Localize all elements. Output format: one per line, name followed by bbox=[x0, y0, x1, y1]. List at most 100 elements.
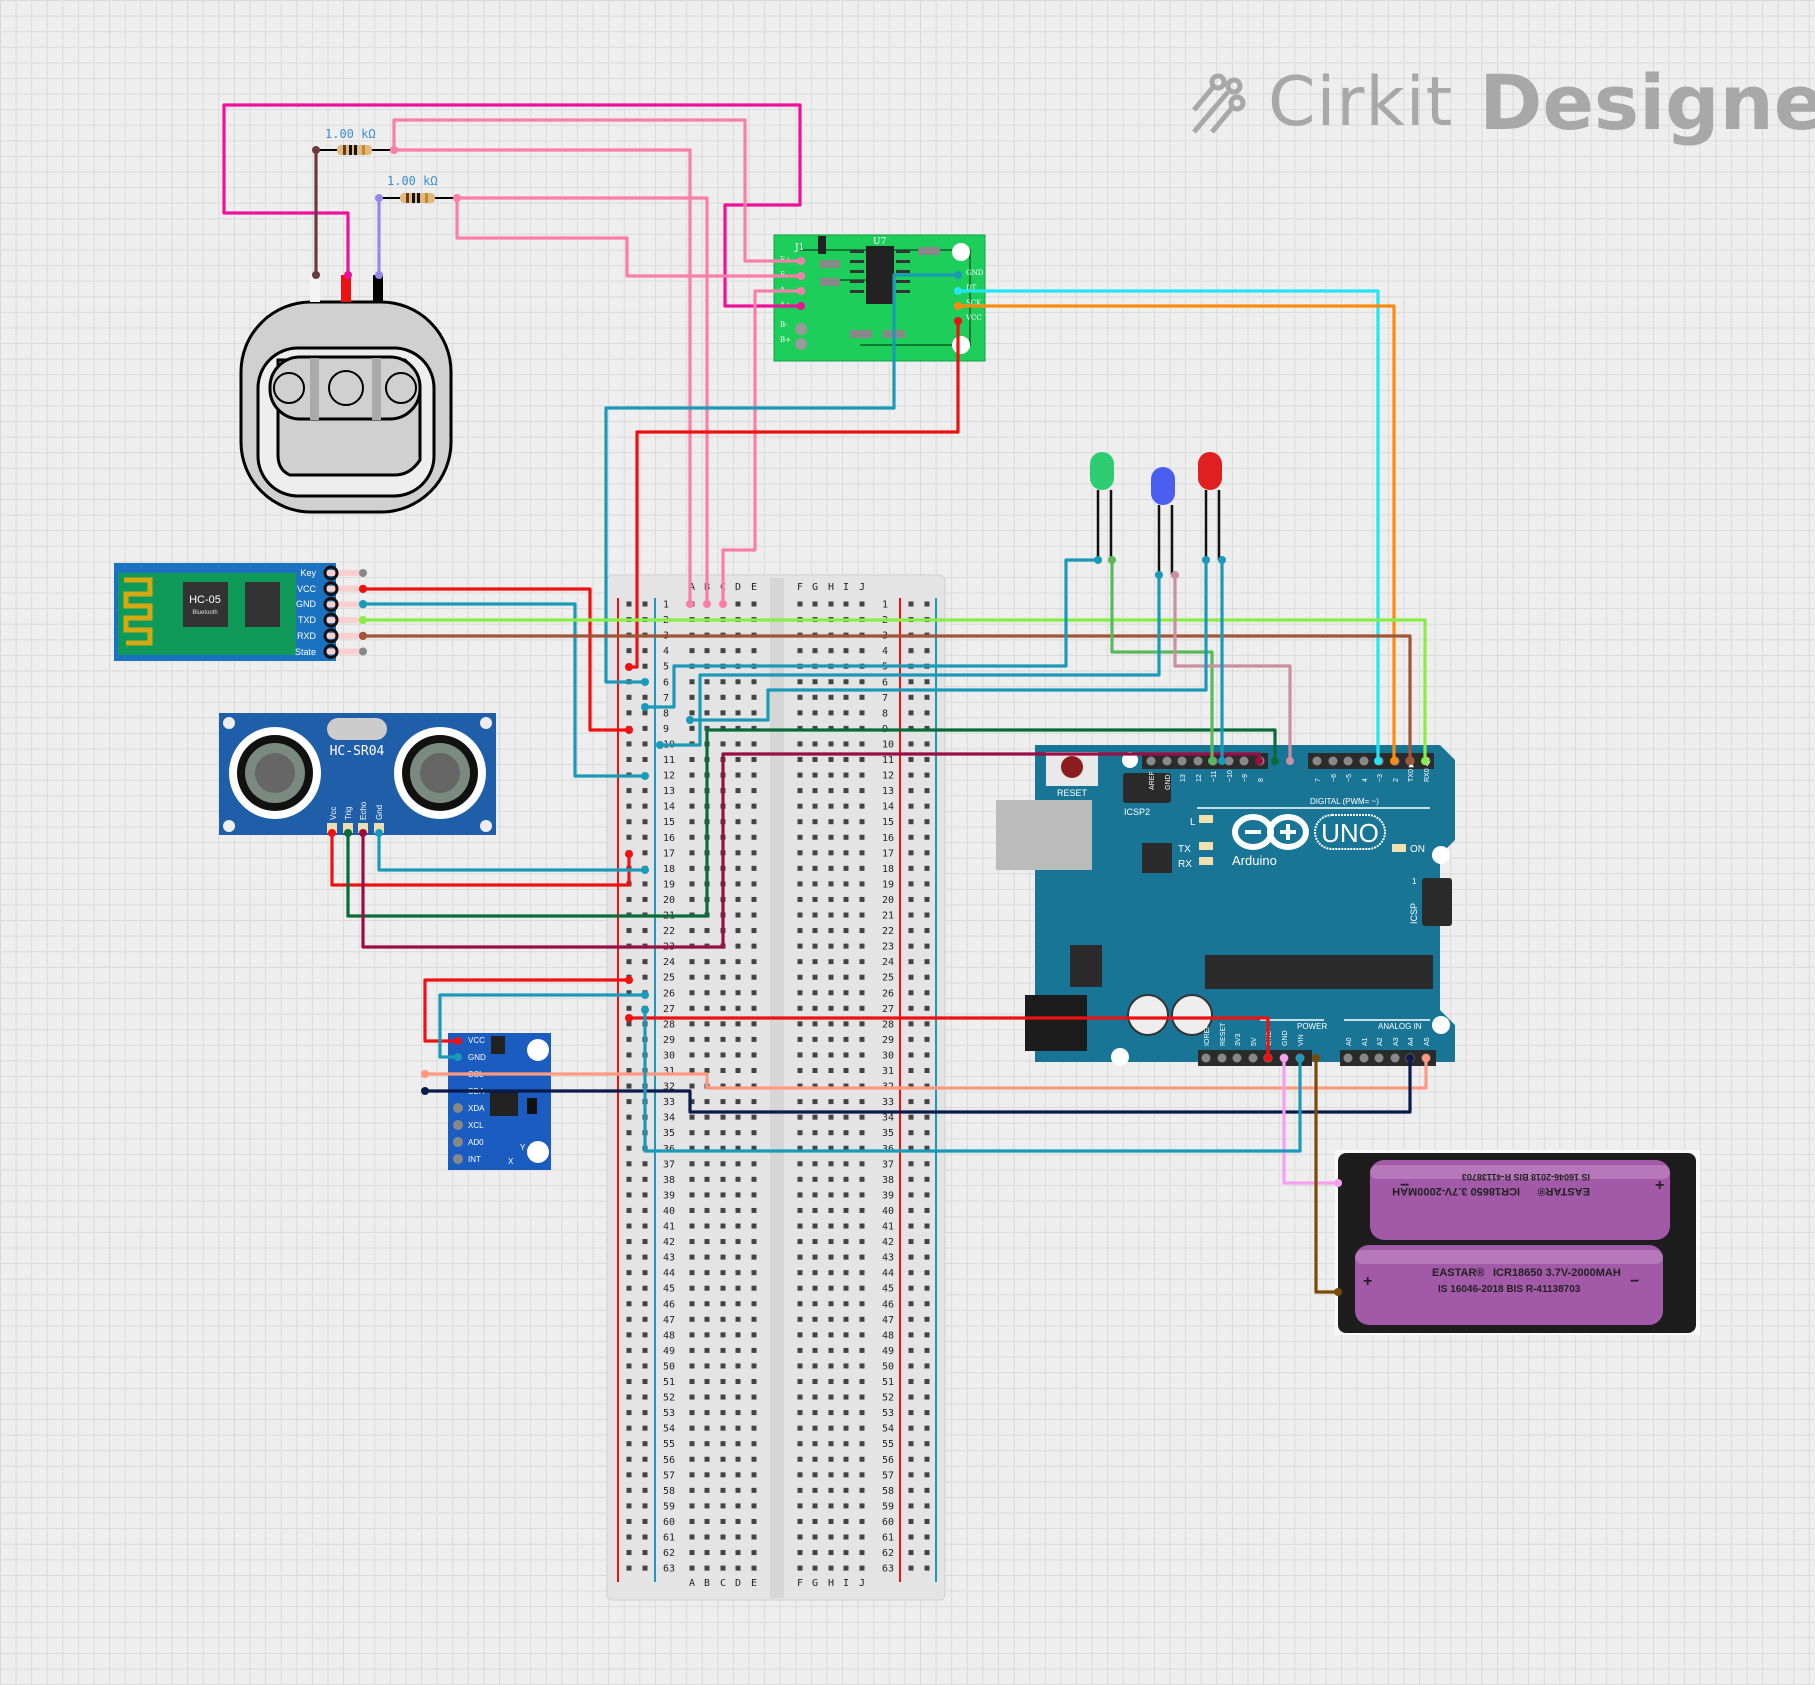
rail-hole[interactable] bbox=[626, 1550, 632, 1556]
rail-hole[interactable] bbox=[908, 1534, 914, 1540]
breadboard-hole[interactable] bbox=[812, 1176, 818, 1182]
breadboard-hole[interactable] bbox=[720, 1270, 726, 1276]
rail-hole[interactable] bbox=[924, 1565, 930, 1571]
breadboard-hole[interactable] bbox=[812, 741, 818, 747]
breadboard-hole[interactable] bbox=[843, 959, 849, 965]
breadboard-hole[interactable] bbox=[797, 1254, 803, 1260]
rail-hole[interactable] bbox=[626, 1099, 632, 1105]
breadboard-hole[interactable] bbox=[828, 679, 834, 685]
breadboard-hole[interactable] bbox=[751, 896, 757, 902]
breadboard-hole[interactable] bbox=[843, 679, 849, 685]
breadboard-hole[interactable] bbox=[797, 1130, 803, 1136]
rail-hole[interactable] bbox=[642, 881, 648, 887]
rail-hole[interactable] bbox=[908, 1223, 914, 1229]
mpu6050-pin-xda[interactable] bbox=[453, 1103, 463, 1113]
breadboard-hole[interactable] bbox=[812, 803, 818, 809]
rail-hole[interactable] bbox=[924, 788, 930, 794]
wire-endpoint[interactable] bbox=[625, 1014, 633, 1022]
rail-hole[interactable] bbox=[908, 881, 914, 887]
wire-hcsr04-vcc-to-power-rail[interactable] bbox=[330, 831, 631, 887]
breadboard-hole[interactable] bbox=[689, 928, 695, 934]
breadboard-hole[interactable] bbox=[843, 1441, 849, 1447]
breadboard-hole[interactable] bbox=[720, 1363, 726, 1369]
breadboard-hole[interactable] bbox=[735, 1316, 741, 1322]
breadboard-hole[interactable] bbox=[797, 1145, 803, 1151]
wire-endpoint[interactable] bbox=[641, 1006, 649, 1014]
rail-hole[interactable] bbox=[626, 1472, 632, 1478]
breadboard-hole[interactable] bbox=[704, 1223, 710, 1229]
rail-hole[interactable] bbox=[642, 1518, 648, 1524]
breadboard-hole[interactable] bbox=[689, 1052, 695, 1058]
breadboard-hole[interactable] bbox=[735, 1192, 741, 1198]
rail-hole[interactable] bbox=[642, 601, 648, 607]
breadboard-hole[interactable] bbox=[828, 819, 834, 825]
breadboard-hole[interactable] bbox=[812, 1410, 818, 1416]
breadboard-hole[interactable] bbox=[812, 1487, 818, 1493]
rail-hole[interactable] bbox=[642, 725, 648, 731]
breadboard-hole[interactable] bbox=[751, 741, 757, 747]
breadboard-hole[interactable] bbox=[735, 1534, 741, 1540]
wire-hcsr04-echo-to-d10[interactable] bbox=[361, 752, 1261, 949]
breadboard-hole[interactable] bbox=[812, 1316, 818, 1322]
breadboard-hole[interactable] bbox=[735, 648, 741, 654]
rail-hole[interactable] bbox=[924, 1316, 930, 1322]
hc05-bluetooth-module[interactable]: HC-05 Bluetooth Key VCC GND TXD RXD Stat… bbox=[114, 563, 367, 661]
breadboard-hole[interactable] bbox=[704, 1285, 710, 1291]
breadboard-hole[interactable] bbox=[704, 679, 710, 685]
breadboard-hole[interactable] bbox=[843, 1099, 849, 1105]
breadboard-hole[interactable] bbox=[689, 710, 695, 716]
wire-mpu6050-vcc-to-power-rail[interactable] bbox=[423, 978, 631, 1043]
breadboard-hole[interactable] bbox=[859, 1021, 865, 1027]
breadboard-hole[interactable] bbox=[859, 834, 865, 840]
breadboard-hole[interactable] bbox=[843, 1301, 849, 1307]
breadboard-hole[interactable] bbox=[859, 1192, 865, 1198]
breadboard-hole[interactable] bbox=[720, 1285, 726, 1291]
breadboard-hole[interactable] bbox=[735, 1550, 741, 1556]
rail-hole[interactable] bbox=[626, 1456, 632, 1462]
breadboard-hole[interactable] bbox=[859, 1068, 865, 1073]
breadboard-hole[interactable] bbox=[843, 1503, 849, 1509]
rail-hole[interactable] bbox=[924, 1192, 930, 1198]
wire-endpoint[interactable] bbox=[1312, 1054, 1320, 1062]
wire-endpoint[interactable] bbox=[1202, 556, 1210, 564]
breadboard-hole[interactable] bbox=[843, 943, 849, 949]
breadboard-hole[interactable] bbox=[859, 710, 865, 716]
breadboard-hole[interactable] bbox=[720, 741, 726, 747]
breadboard-hole[interactable] bbox=[797, 757, 803, 762]
wire-endpoint[interactable] bbox=[1334, 1179, 1342, 1187]
arduino-pin-ioref[interactable] bbox=[1201, 1053, 1211, 1063]
rail-hole[interactable] bbox=[924, 1021, 930, 1027]
breadboard-hole[interactable] bbox=[812, 1518, 818, 1524]
rail-hole[interactable] bbox=[626, 1223, 632, 1229]
rail-hole[interactable] bbox=[626, 1487, 632, 1493]
breadboard-hole[interactable] bbox=[797, 1316, 803, 1322]
rail-hole[interactable] bbox=[626, 1565, 632, 1571]
rail-hole[interactable] bbox=[908, 819, 914, 825]
breadboard-hole[interactable] bbox=[828, 943, 834, 949]
breadboard-hole[interactable] bbox=[735, 1301, 741, 1307]
breadboard-hole[interactable] bbox=[843, 1068, 849, 1073]
wire-arduino-gnd-to-battery-minus[interactable] bbox=[1282, 1056, 1340, 1185]
breadboard-hole[interactable] bbox=[859, 1472, 865, 1478]
breadboard-hole[interactable] bbox=[689, 1332, 695, 1338]
wire-hcsr04-gnd-to-ground-rail[interactable] bbox=[377, 831, 647, 872]
rail-hole[interactable] bbox=[642, 1534, 648, 1540]
breadboard-hole[interactable] bbox=[735, 959, 741, 965]
breadboard-hole[interactable] bbox=[843, 1285, 849, 1291]
wire-endpoint[interactable] bbox=[797, 272, 805, 280]
rail-hole[interactable] bbox=[924, 772, 930, 778]
rail-hole[interactable] bbox=[642, 959, 648, 965]
breadboard-hole[interactable] bbox=[751, 1207, 757, 1213]
breadboard-hole[interactable] bbox=[812, 1052, 818, 1058]
rail-hole[interactable] bbox=[924, 1456, 930, 1462]
breadboard-hole[interactable] bbox=[828, 1410, 834, 1416]
breadboard-hole[interactable] bbox=[812, 1130, 818, 1136]
wire-resistor-2-to-breadboard-b1[interactable] bbox=[455, 196, 709, 606]
rail-hole[interactable] bbox=[908, 1301, 914, 1307]
breadboard-hole[interactable] bbox=[812, 943, 818, 949]
rail-hole[interactable] bbox=[908, 1550, 914, 1556]
breadboard-hole[interactable] bbox=[735, 1207, 741, 1213]
rail-hole[interactable] bbox=[626, 1192, 632, 1198]
breadboard-hole[interactable] bbox=[828, 1068, 834, 1073]
breadboard-hole[interactable] bbox=[843, 1239, 849, 1245]
